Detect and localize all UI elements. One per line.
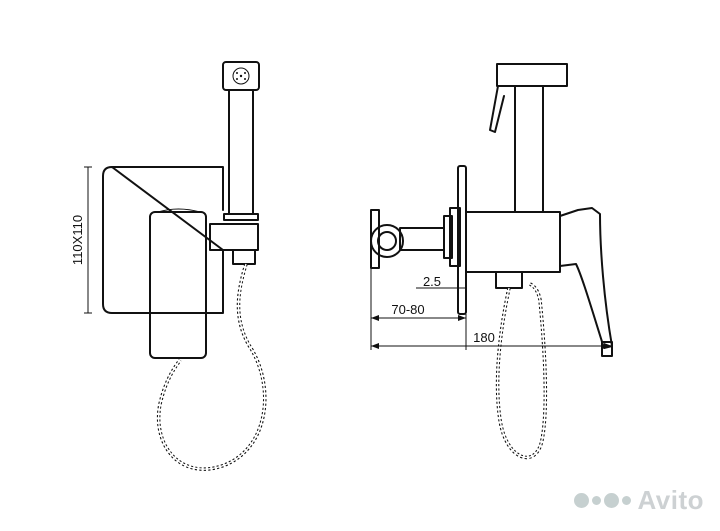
side-view: 2.5 70-80 180	[370, 63, 613, 460]
gap-dimension-label: 2.5	[423, 274, 441, 289]
mixer-top-edge	[157, 208, 201, 213]
avito-watermark: Avito	[574, 485, 704, 516]
mixer-body	[149, 211, 207, 359]
shower-handle	[228, 89, 254, 215]
side-mixer-lever	[559, 207, 613, 349]
side-shower-handle	[514, 85, 544, 213]
watermark-text: Avito	[637, 485, 704, 515]
wall-plate	[102, 166, 224, 314]
shower-nozzle-icon	[232, 67, 250, 85]
in-wall-pipe	[399, 227, 445, 251]
side-mount-ring	[449, 207, 461, 267]
shower-handle-collar	[223, 213, 259, 221]
in-wall-fitting	[370, 224, 404, 258]
length-dimension-label: 180	[473, 330, 495, 345]
side-lever-tip	[601, 341, 613, 357]
side-shower-trigger	[489, 85, 505, 133]
side-shower-head	[496, 63, 568, 87]
front-view: 110X110	[70, 61, 267, 471]
plate-dimension-label: 110X110	[70, 215, 85, 265]
side-mixer-body	[465, 211, 561, 273]
shower-hose	[156, 263, 267, 471]
depth-dimension-label: 70-80	[391, 302, 424, 317]
hose-connector	[232, 249, 256, 265]
avito-logo-icon	[574, 493, 632, 508]
side-hose-nut	[495, 271, 523, 289]
